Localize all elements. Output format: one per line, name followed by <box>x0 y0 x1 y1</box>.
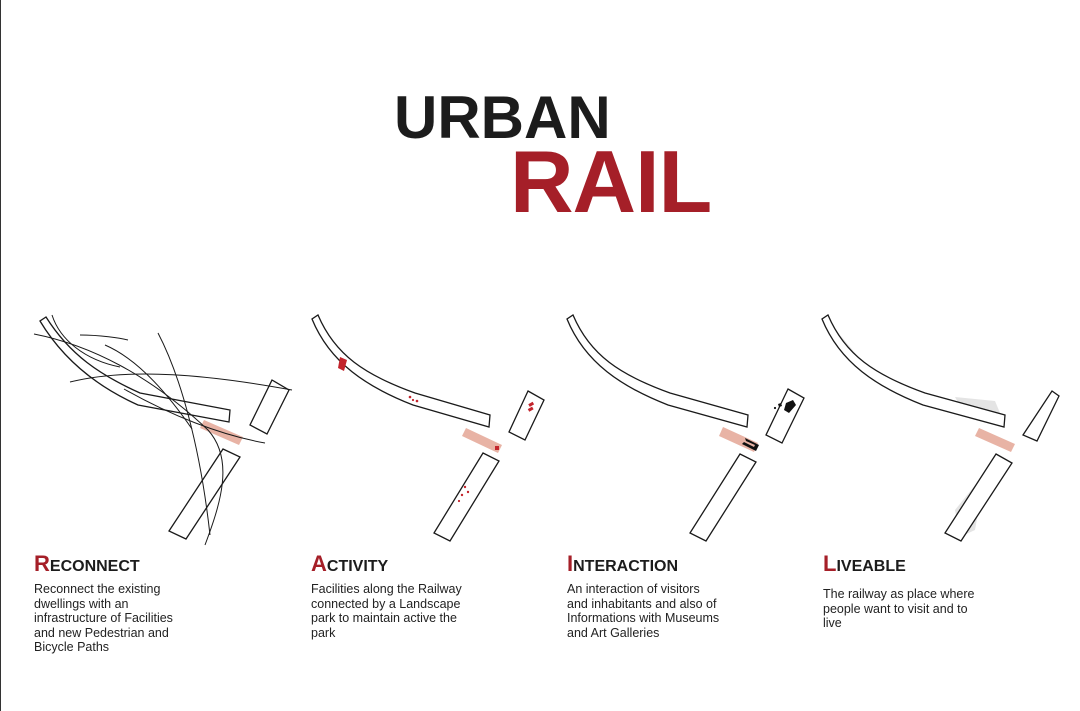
heading-rest: CTIVITY <box>326 558 389 575</box>
info-point <box>773 406 777 410</box>
pedestrian-path-4 <box>104 344 193 430</box>
heading-interaction: INTERACTION <box>567 553 767 578</box>
connection-highlight <box>975 428 1015 452</box>
park-strip <box>944 453 1013 542</box>
heading-initial: L <box>823 551 837 576</box>
heading-rest: NTERACTION <box>573 558 679 575</box>
heading-rest: ECONNECT <box>49 558 140 575</box>
park-strip <box>433 452 500 542</box>
page-edge-line <box>0 0 1 711</box>
facility-dot <box>411 398 415 402</box>
railway-band <box>821 314 1006 428</box>
railway-band <box>39 316 231 423</box>
facility-dot <box>466 490 470 494</box>
activity-diagram <box>311 314 545 542</box>
caption-reconnect: RECONNECT Reconnect the existing dwellin… <box>34 553 234 655</box>
description-activity: Facilities along the Railway connected b… <box>311 582 462 640</box>
bicycle-path-2 <box>69 373 293 391</box>
railway-band <box>566 314 749 428</box>
description-interaction: An interaction of visitors and inhabitan… <box>567 582 720 640</box>
facility-marker-junction <box>495 446 499 450</box>
station-block <box>508 390 545 441</box>
museum-block-2 <box>778 403 782 407</box>
facility-dot <box>408 395 412 399</box>
facility-marker-north <box>338 357 347 371</box>
title-urban: URBAN <box>394 84 611 151</box>
facility-dot <box>460 493 464 497</box>
railway-band <box>311 314 491 428</box>
reconnect-diagram <box>33 314 293 546</box>
title-rail: RAIL <box>510 132 712 231</box>
station-block <box>1022 390 1060 442</box>
connection-highlight <box>462 428 502 453</box>
pedestrian-path-3 <box>79 334 129 341</box>
heading-liveable: LIVEABLE <box>823 553 1023 578</box>
pedestrian-path-2 <box>51 314 121 368</box>
facility-dot <box>415 399 419 403</box>
description-reconnect: Reconnect the existing dwellings with an… <box>34 582 173 654</box>
liveable-diagram <box>821 314 1060 542</box>
pedestrian-path-1 <box>157 332 211 536</box>
heading-rest: IVEABLE <box>836 558 906 575</box>
facility-marker-station-2 <box>527 406 534 412</box>
heading-activity: ACTIVITY <box>311 553 511 578</box>
museum-block <box>784 400 796 413</box>
caption-activity: ACTIVITY Facilities along the Railway co… <box>311 553 511 640</box>
facility-marker-station <box>528 401 535 407</box>
caption-liveable: LIVEABLE The railway as place where peop… <box>823 553 1023 631</box>
gallery-outline <box>742 438 759 451</box>
bicycle-path-3 <box>123 388 266 444</box>
interaction-diagram <box>566 314 805 542</box>
station-block <box>765 388 805 444</box>
heading-initial: A <box>311 551 327 576</box>
heading-initial: R <box>34 551 50 576</box>
caption-interaction: INTERACTION An interaction of visitors a… <box>567 553 767 640</box>
station-block <box>249 379 290 435</box>
bicycle-path-1 <box>33 333 224 546</box>
facility-dot <box>457 499 461 503</box>
heading-reconnect: RECONNECT <box>34 553 234 578</box>
heading-initial: I <box>567 551 574 576</box>
park-strip <box>689 453 757 542</box>
facility-dot <box>463 485 467 489</box>
description-liveable: The railway as place where people want t… <box>823 587 975 630</box>
